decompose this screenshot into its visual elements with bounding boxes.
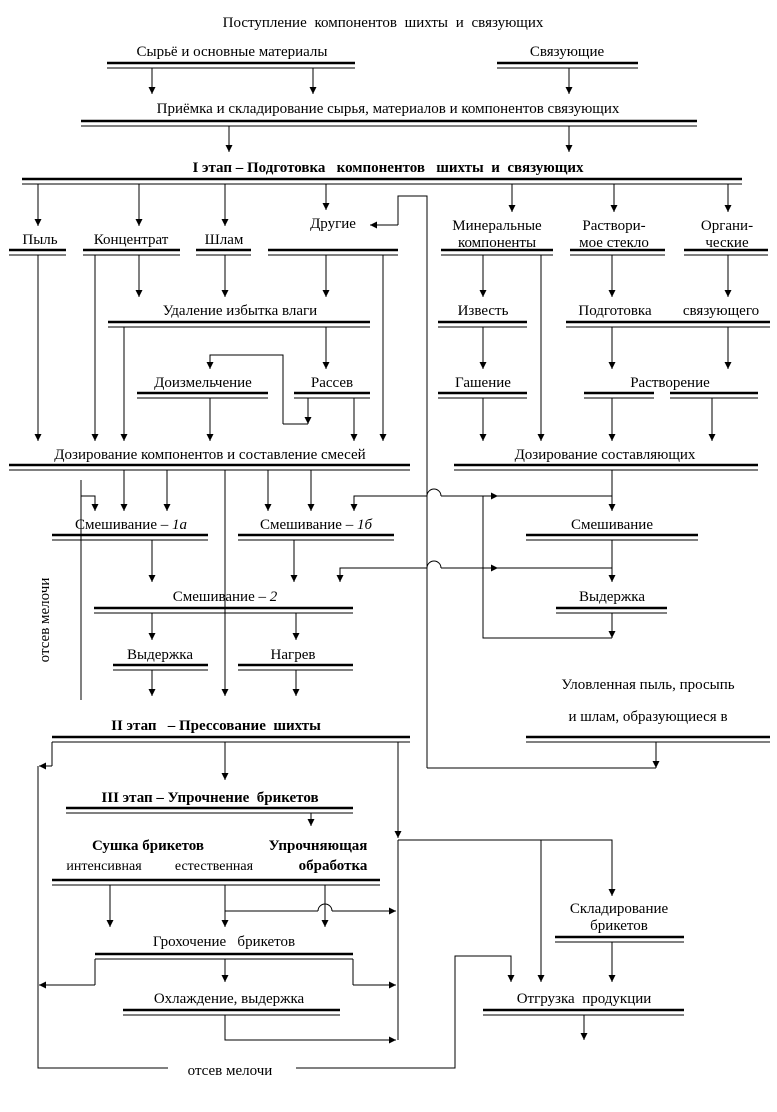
node-binder-prep-line2: связующего (683, 303, 759, 319)
node-binder-prep-line1: Подготовка (578, 303, 652, 319)
connector-lines (34, 68, 732, 1069)
node-recovered-line1: Уловленная пыль, просыпь (561, 677, 734, 693)
node-storage-line2: брикетов (590, 918, 648, 934)
node-mixing-1a: Смешивание – 1а (75, 517, 187, 533)
node-other: Другие (310, 216, 356, 232)
node-dissolving: Растворение (630, 375, 710, 391)
node-lime: Известь (458, 303, 509, 319)
node-stage-2: II этап – Прессование шихты (111, 718, 321, 734)
node-aging-left: Выдержка (127, 647, 193, 663)
node-glass-line2: мое стекло (579, 235, 649, 251)
node-mineral-line2: компоненты (458, 235, 536, 251)
node-heating: Нагрев (271, 647, 316, 663)
node-raw-materials: Сырьё и основные материалы (136, 44, 327, 60)
node-dosing-mixtures: Дозирование компонентов и составление см… (54, 447, 365, 463)
node-regrinding: Доизмельчение (154, 375, 252, 391)
node-mixing-2: Смешивание – 2 (173, 589, 278, 605)
node-hardening-line2: обработка (299, 858, 368, 874)
node-organic-line2: ческие (705, 235, 749, 251)
node-concentrate: Концентрат (94, 232, 169, 248)
node-cooling: Охлаждение, выдержка (154, 991, 305, 1007)
node-organic-line1: Органи- (701, 218, 753, 234)
label-fines-vertical: отсев мелочи (37, 578, 53, 663)
node-binders: Связующие (530, 44, 605, 60)
node-drying-natural: естественная (175, 859, 254, 874)
node-recovered-line2: и шлам, образующиеся в (568, 709, 727, 725)
node-shipment: Отгрузка продукции (517, 991, 652, 1007)
node-drying: Сушка брикетов (92, 838, 204, 854)
node-sludge: Шлам (205, 232, 244, 248)
node-aging-right: Выдержка (579, 589, 645, 605)
node-mineral-line1: Минеральные (452, 218, 542, 234)
label-fines-bottom: отсев мелочи (188, 1063, 273, 1079)
diagram-title: Поступление компонентов шихты и связующи… (223, 15, 544, 31)
node-mixing-right: Смешивание (571, 517, 653, 533)
node-dosing-parts: Дозирование составляющих (515, 447, 696, 463)
node-storage-line1: Складирование (570, 901, 669, 917)
node-stage-1: I этап – Подготовка компонентов шихты и … (192, 160, 584, 176)
node-slaking: Гашение (455, 375, 511, 391)
node-hardening-line1: Упрочняющая (269, 838, 368, 854)
node-moisture-removal: Удаление избытка влаги (163, 303, 317, 319)
underline-bars (9, 61, 770, 1016)
node-stage-3: III этап – Упрочнение брикетов (101, 790, 318, 806)
node-dust: Пыль (22, 232, 57, 248)
node-glass-line1: Раствори- (582, 218, 645, 234)
node-screening: Грохочение брикетов (153, 934, 295, 950)
node-mixing-1b: Смешивание – 1б (260, 517, 373, 533)
node-reception: Приёмка и складирование сырья, материало… (157, 101, 620, 117)
node-sieving: Рассев (311, 375, 353, 391)
node-drying-intensive: интенсивная (66, 859, 142, 874)
